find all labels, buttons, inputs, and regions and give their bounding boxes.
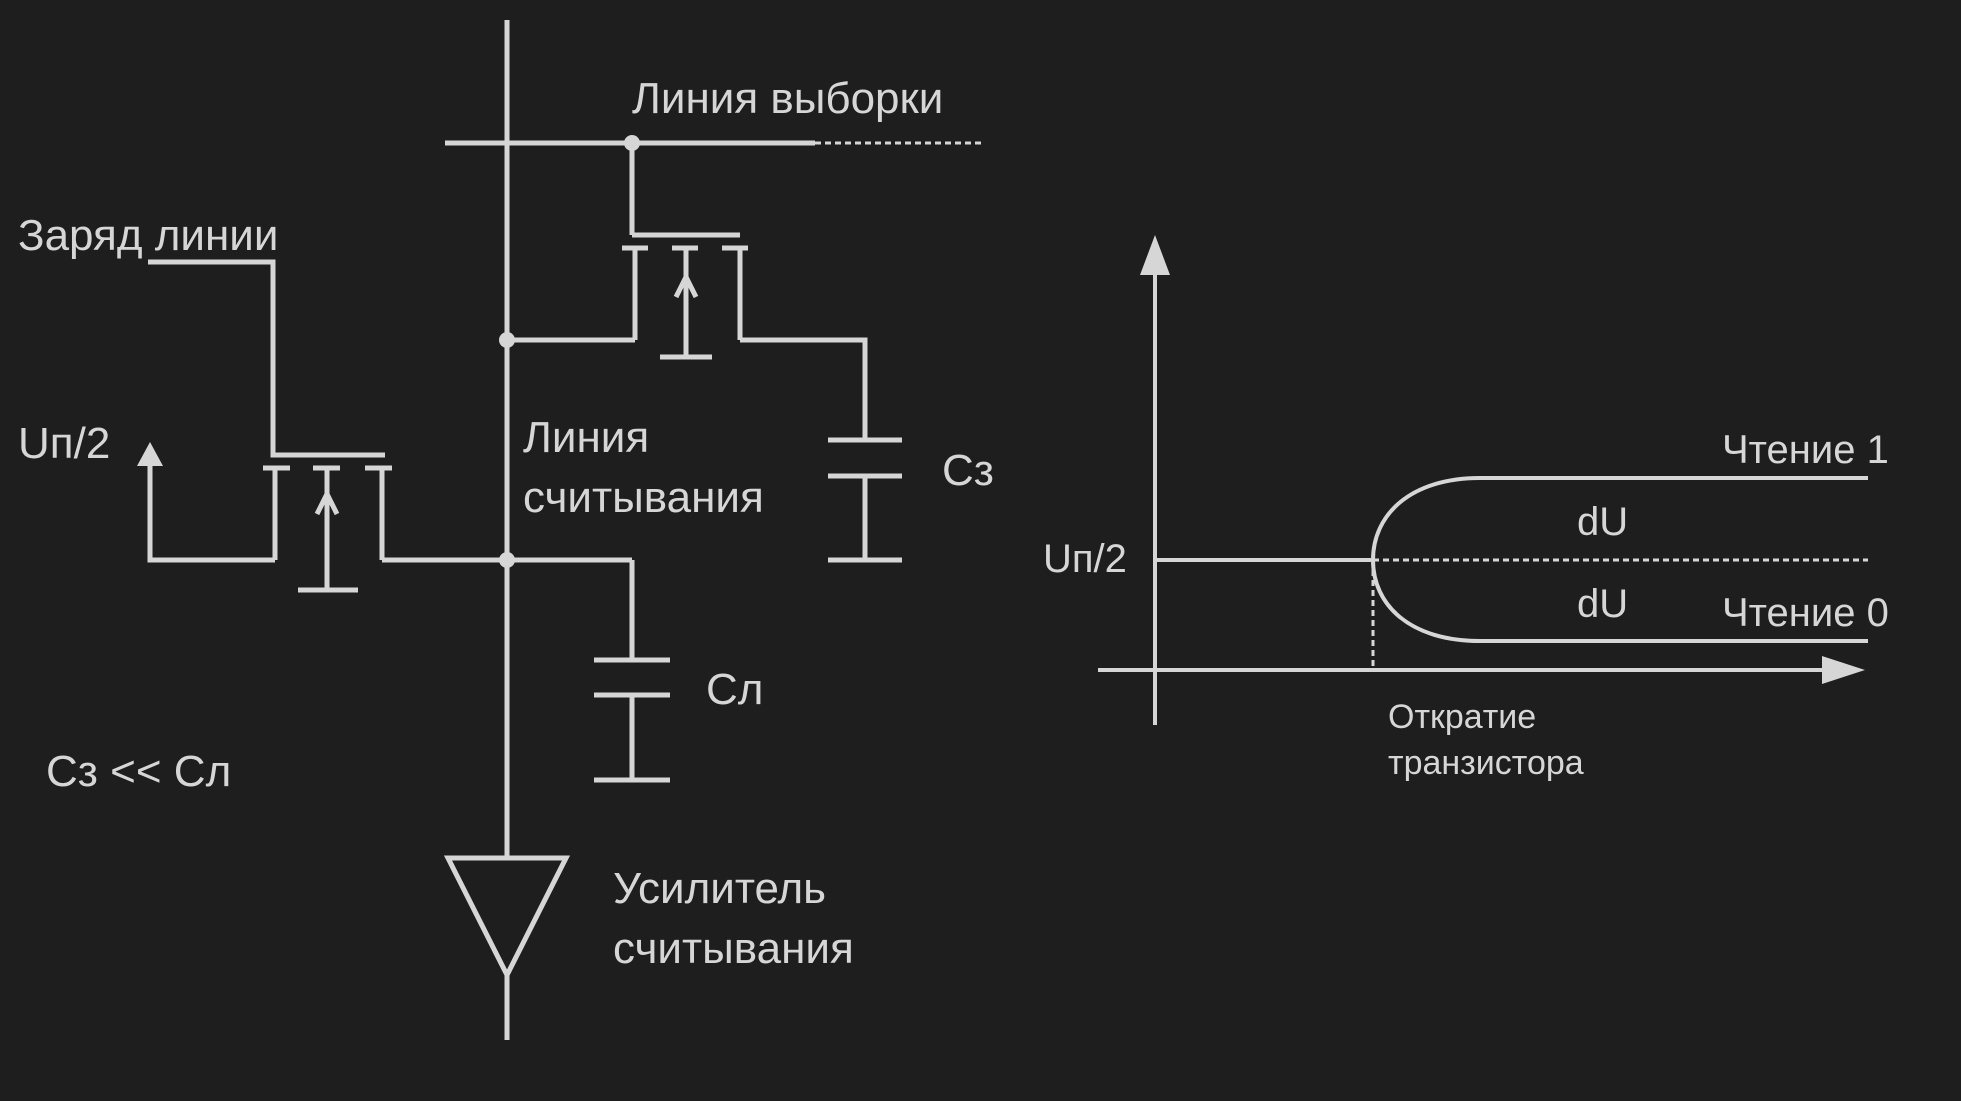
event-label-2: транзистора (1388, 744, 1584, 782)
delta-lower-label: dU (1577, 582, 1628, 626)
bitline-junction-bottom (499, 552, 515, 568)
precharge-label: Заряд линии (18, 211, 278, 260)
bitline-label-2: считывания (523, 473, 764, 522)
voltage-graph: Uп/2 Чтение 1 Чтение 0 dU dU Открaтие тр… (1043, 235, 1889, 782)
precharge-transistor (137, 259, 632, 593)
relation-label: Cз << Cл (46, 747, 231, 796)
line-cap-label: Cл (706, 665, 763, 714)
half-voltage-arrow (137, 442, 163, 466)
read0-label: Чтение 0 (1722, 591, 1889, 635)
read1-curve (1371, 476, 1868, 561)
read0-curve (1371, 559, 1868, 643)
delta-upper-label: dU (1577, 500, 1628, 544)
bitline-junction-top (499, 332, 515, 348)
y-axis-arrow (1140, 235, 1170, 275)
graph-half-voltage-label: Uп/2 (1043, 537, 1127, 581)
access-transistor (499, 143, 868, 440)
line-capacitor (594, 560, 670, 783)
storage-cap-label: Cз (942, 446, 994, 495)
x-axis-arrow (1822, 656, 1865, 684)
read1-label: Чтение 1 (1722, 428, 1889, 472)
circuit: Линия выборки Заряд линии Uп/2 Линия счи… (18, 20, 994, 1040)
amplifier-label-1: Усилитель (613, 864, 826, 913)
amplifier-label-2: считывания (613, 924, 854, 973)
bitline-label-1: Линия (523, 413, 649, 462)
sense-amplifier-triangle (443, 855, 571, 981)
select-line-label: Линия выборки (632, 74, 943, 123)
storage-capacitor (828, 437, 902, 563)
event-label-1: Открaтие (1388, 698, 1536, 736)
half-voltage-label: Uп/2 (18, 419, 110, 468)
select-line (445, 135, 985, 151)
